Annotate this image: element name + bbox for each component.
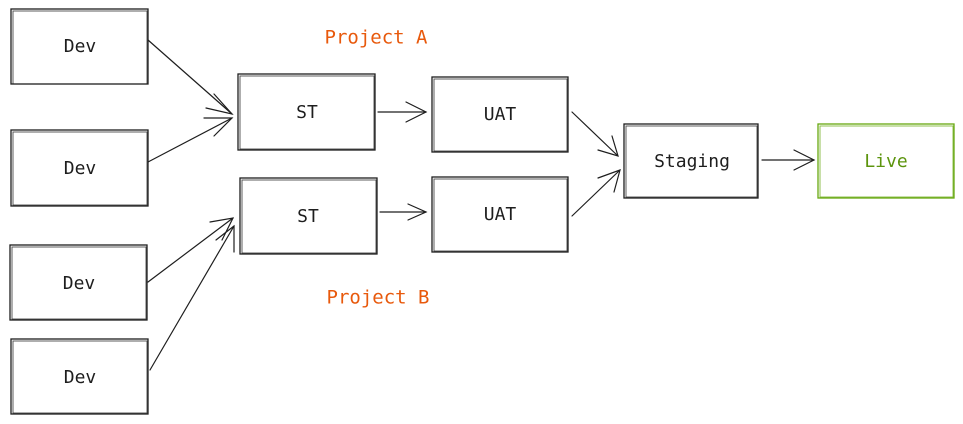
node-staging: Staging <box>623 123 759 199</box>
node-dev-3: Dev <box>9 244 148 321</box>
node-staging-label: Staging <box>654 151 730 172</box>
node-dev-3-label: Dev <box>63 273 96 294</box>
project-a-label: Project A <box>325 27 429 49</box>
node-st-a-label: ST <box>296 102 318 123</box>
edge-staging-to-live <box>761 149 816 171</box>
node-st-b-label: ST <box>297 206 319 227</box>
edge-dev2-to-st-a <box>147 117 234 163</box>
node-dev-2: Dev <box>10 129 149 207</box>
node-live: Live <box>817 123 955 199</box>
node-dev-2-label: Dev <box>64 158 97 179</box>
node-uat-b: UAT <box>431 176 569 253</box>
node-dev-4: Dev <box>10 338 149 415</box>
edge-st-b-to-uat-b <box>379 203 428 221</box>
node-dev-1: Dev <box>10 8 149 85</box>
edge-dev1-to-st-a <box>147 39 234 116</box>
edge-dev4-to-st-b <box>149 224 235 371</box>
node-st-a: ST <box>237 73 376 151</box>
project-b-label: Project B <box>327 287 430 309</box>
edge-st-a-to-uat-a <box>377 101 428 123</box>
node-dev-1-label: Dev <box>64 36 97 57</box>
node-uat-a: UAT <box>431 76 569 153</box>
node-uat-b-label: UAT <box>484 204 517 225</box>
edge-uat-a-to-staging <box>571 111 619 157</box>
node-uat-a-label: UAT <box>484 104 517 125</box>
edge-uat-b-to-staging <box>571 169 621 217</box>
node-live-label: Live <box>864 151 907 172</box>
node-dev-4-label: Dev <box>64 367 97 388</box>
edges <box>147 39 816 371</box>
node-st-b: ST <box>239 177 378 255</box>
